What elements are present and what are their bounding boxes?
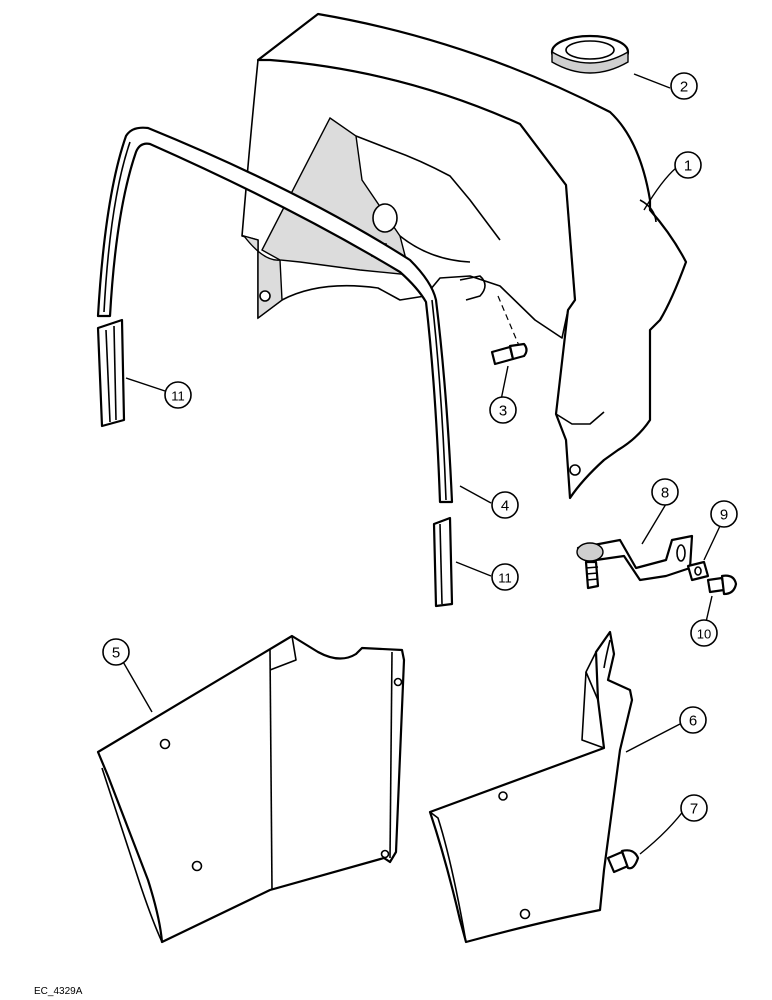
callout-10: 10 [690,619,718,647]
callout-9-label: 9 [720,507,728,524]
callout-4-label: 4 [501,498,509,515]
bracket-part [576,534,694,590]
right-side-panel-part [428,630,634,944]
bolt-3-part [490,295,528,366]
callout-11-lower: 11 [491,563,519,591]
callout-1: 1 [674,151,702,179]
callout-4: 4 [491,491,519,519]
callout-11-upper-label: 11 [171,389,185,404]
callout-6: 6 [679,706,707,734]
callout-8-label: 8 [661,485,669,502]
bolt-10-part [706,574,738,596]
callout-2-label: 2 [680,79,688,96]
arch-seal-part [96,126,454,504]
callout-11-upper: 11 [164,381,192,409]
figure-reference: EC_4329A [34,986,83,997]
callout-3: 3 [489,396,517,424]
callout-10-label: 10 [697,627,711,642]
callout-6-label: 6 [689,713,697,730]
seal-section-upper-part [96,318,126,428]
callout-7: 7 [680,794,708,822]
callout-3-label: 3 [499,403,507,420]
hood-shroud-part [241,12,688,500]
leader-lines [121,73,721,855]
callout-2: 2 [670,72,698,100]
cap-grommet-part [550,34,630,74]
callout-9: 9 [710,500,738,528]
callout-8: 8 [651,478,679,506]
callout-5-label: 5 [112,645,120,662]
callout-7-label: 7 [690,801,698,818]
callout-11-lower-label: 11 [498,571,512,586]
callout-1-label: 1 [684,158,692,175]
left-side-panel-part [96,634,406,944]
bolt-7-part [606,849,640,874]
nut-washer-part [686,560,710,582]
callout-5: 5 [102,638,130,666]
seal-section-lower-part [432,516,454,608]
